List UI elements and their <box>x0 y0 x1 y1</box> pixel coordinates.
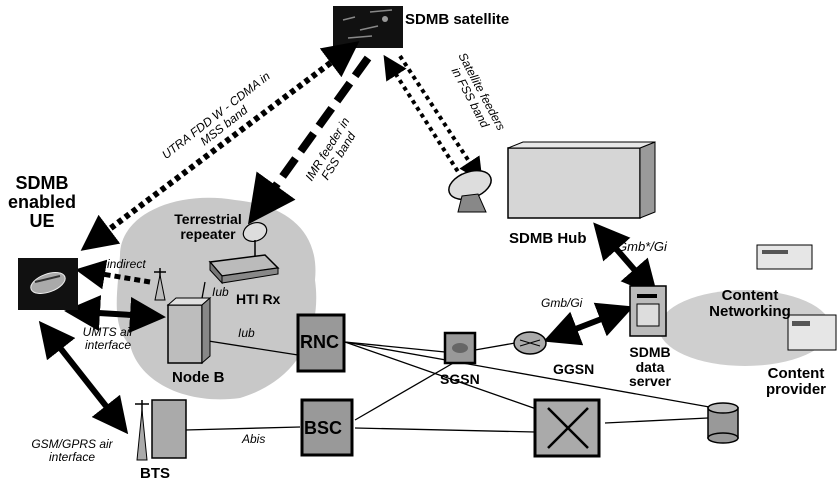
content-provider-label: Content provider <box>765 365 826 398</box>
sdmb-hub-icon <box>507 141 656 219</box>
gmb-star-gi-link-label: Gmb*/Gi <box>617 239 667 254</box>
link-repeater-ue-indirect <box>75 259 151 290</box>
content-networking-label: Content Networking <box>709 287 791 320</box>
gmb-gi-link-label: Gmb/Gi <box>541 296 583 310</box>
sgsn-label: SGSN <box>440 371 480 387</box>
data-server-icon <box>629 285 667 337</box>
satellite-label: SDMB satellite <box>405 11 510 28</box>
iub-link-label-1: Iub <box>212 285 229 299</box>
link-ue-nodeb <box>64 295 166 333</box>
satellite-dish-icon <box>448 169 492 213</box>
link-rnc-sgsn <box>344 341 446 353</box>
data-server-label: SDMB data server <box>628 344 672 390</box>
bsc-icon <box>300 398 354 457</box>
link-sat-ue <box>80 41 360 251</box>
ue-device-icon <box>18 258 78 310</box>
link-ue-bts <box>38 320 129 435</box>
link-ggsn-dataserver <box>543 302 634 346</box>
bts-label: BTS <box>140 465 170 482</box>
rnc-label: RNC <box>300 332 339 352</box>
link-bsc-switch <box>354 427 536 433</box>
link-sgsn-ggsn <box>474 342 516 351</box>
link-sat-hub <box>398 54 483 183</box>
server-icon <box>787 314 837 351</box>
terrestrial-repeater-label: Terrestrial repeater <box>174 211 242 242</box>
ggsn-label: GGSN <box>553 361 595 377</box>
hub-label: SDMB Hub <box>509 230 587 247</box>
satellite-icon <box>333 6 403 48</box>
ue-label: SDMB enabled UE <box>7 173 77 231</box>
gsm-air-label: GSM/GPRS air interface <box>31 437 113 464</box>
ggsn-router-icon <box>513 331 547 355</box>
link-sgsn-bsc <box>354 361 456 421</box>
link-hub-sat <box>383 54 464 180</box>
database-icon <box>707 402 739 444</box>
indirect-link-label: indirect <box>107 257 146 271</box>
link-nodeb-rnc <box>201 339 299 356</box>
umts-air-label: UMTS air interface <box>82 325 134 352</box>
repeater-dish-icon <box>242 221 268 256</box>
link-bts-bsc <box>184 426 301 431</box>
rnc-icon <box>296 313 346 373</box>
link-rnc-database <box>344 341 716 409</box>
hti-rx-icon <box>208 254 280 285</box>
switch-icon <box>533 398 601 458</box>
abis-link-label: Abis <box>242 432 266 446</box>
sgsn-icon <box>443 331 477 365</box>
computer-icon <box>756 244 813 270</box>
hti-rx-label: HTI Rx <box>236 291 281 307</box>
link-rnc-switch <box>344 341 546 413</box>
bts-icon <box>135 399 187 461</box>
link-switch-database <box>604 417 709 424</box>
iub-link-label-2: Iub <box>238 326 255 340</box>
node-b-icon <box>154 268 212 365</box>
node-b-label: Node B <box>172 369 225 386</box>
link-hub-dataserver <box>593 222 658 297</box>
bsc-label: BSC <box>304 418 343 438</box>
